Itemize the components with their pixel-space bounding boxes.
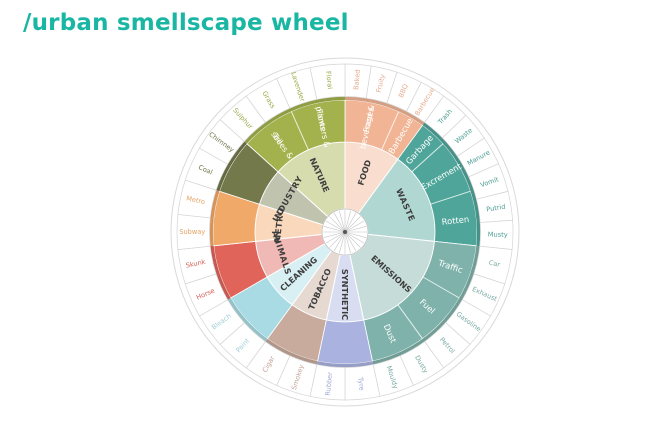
edge-bar-metro [209,190,220,247]
wheel-hub [321,208,369,256]
edge-bar-cleaning [227,298,268,342]
sub-segment-synthetic [317,319,373,365]
edge-bar-synthetic [316,361,374,368]
edge-bar-food [345,96,425,126]
sub-category-layer [209,96,481,368]
descriptor-label: Musty [488,230,508,238]
descriptor-label: Subway [179,228,205,236]
descriptor-label: Car [488,259,501,269]
page-title: /urban smellscape wheel [23,10,349,36]
edge-bar-animals [210,245,231,300]
descriptor-label: Baked [352,69,362,90]
sub-divider [290,111,309,150]
descriptor-label: Metro [185,194,205,206]
descriptor-cell [309,63,346,100]
sub-divider [411,143,444,173]
category-label-metro: METRO [272,207,286,243]
sub-divider [430,190,471,205]
edge-bar-tobacco [265,338,318,365]
descriptor-label: Tyre [356,376,365,391]
edge-bar-waste [422,122,481,247]
descriptor-label: Putrid [486,203,506,214]
sub-divider [422,276,460,299]
sub-category-label: Rotten [441,214,470,227]
descriptor-label: Floral [324,71,334,90]
category-label-synthetic: SYNTHETIC [340,269,350,320]
sub-divider [397,304,423,340]
edge-bar-industry [216,141,247,192]
descriptor-label: Rubber [324,371,334,396]
sub-divider [381,111,400,150]
edge-bar-emissions [372,245,480,365]
descriptor-layer [176,63,514,401]
